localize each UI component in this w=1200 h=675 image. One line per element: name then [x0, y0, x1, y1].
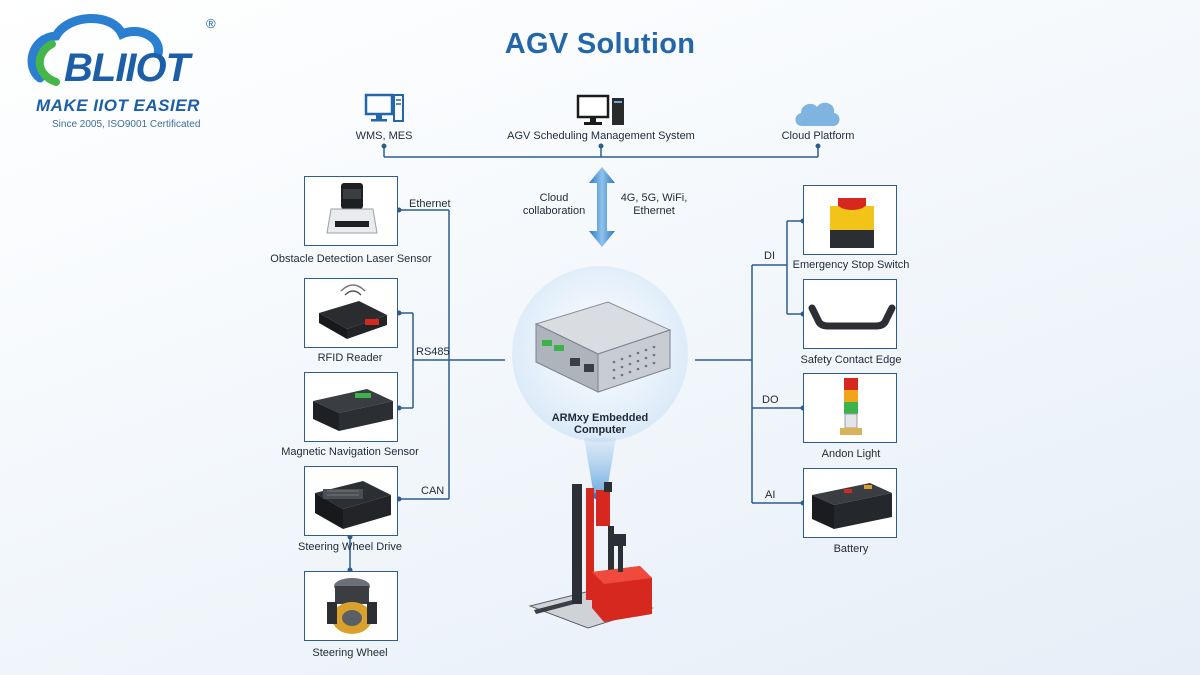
steering-drive-image	[315, 481, 391, 529]
safety-edge-image	[808, 304, 896, 330]
armxy-computer-label: ARMxy Embedded Computer	[530, 412, 670, 436]
monitor-icon	[364, 93, 404, 122]
forklift-agv-image	[528, 482, 654, 629]
battery-box	[803, 468, 897, 538]
ethernet-interface-label: Ethernet	[409, 198, 451, 210]
andon-light-image	[840, 378, 862, 435]
desktop-computer-icon	[576, 94, 624, 125]
wms-mes-label: WMS, MES	[355, 130, 413, 142]
bliiot-logo	[22, 8, 232, 134]
magnetic-nav-image	[313, 389, 393, 431]
can-interface-label: CAN	[421, 485, 445, 497]
emergency-stop-image	[830, 198, 874, 248]
magnetic-nav-label: Magnetic Navigation Sensor	[281, 446, 419, 458]
andon-light-label: Andon Light	[821, 448, 881, 460]
steering-drive-label: Steering Wheel Drive	[298, 541, 402, 553]
cloud-collaboration-label: Cloud collaboration	[506, 192, 602, 218]
steering-wheel-image	[327, 578, 377, 634]
logo-registered-mark: ®	[206, 16, 216, 31]
di-interface-label: DI	[764, 250, 775, 262]
armxy-label-line2: Computer	[574, 424, 626, 436]
rfid-reader-label: RFID Reader	[317, 352, 383, 364]
steering-drive-box	[304, 466, 398, 536]
magnetic-nav-box	[304, 372, 398, 442]
laser-sensor-box	[304, 176, 398, 246]
logo-tagline: MAKE IIOT EASIER	[36, 96, 200, 115]
cloud-collaboration-line2: collaboration	[522, 205, 586, 217]
logo-brand: BLIIOT	[64, 46, 190, 90]
double-arrow-icon	[589, 167, 615, 247]
rs485-interface-label: RS485	[416, 346, 450, 358]
network-types-label: 4G, 5G, WiFi, Ethernet	[608, 192, 700, 218]
do-interface-label: DO	[762, 394, 779, 406]
laser-sensor-label: Obstacle Detection Laser Sensor	[270, 253, 432, 265]
cloud-collaboration-line1: Cloud	[539, 192, 569, 204]
cloud-icon	[795, 102, 840, 126]
rfid-reader-box	[304, 278, 398, 348]
cloud-platform-label: Cloud Platform	[781, 130, 855, 142]
battery-image	[812, 483, 892, 529]
logo-certification: Since 2005, ISO9001 Certificated	[52, 119, 201, 130]
safety-edge-label: Safety Contact Edge	[800, 354, 902, 366]
page-title: AGV Solution	[504, 28, 696, 60]
armxy-computer-image	[534, 301, 672, 393]
safety-edge-box	[803, 279, 897, 349]
agv-scheduling-label: AGV Scheduling Management System	[507, 130, 695, 142]
steering-wheel-box	[304, 571, 398, 641]
andon-light-box	[803, 373, 897, 443]
armxy-label-line1: ARMxy Embedded	[551, 412, 649, 424]
emergency-stop-label: Emergency Stop Switch	[792, 259, 910, 271]
battery-label: Battery	[833, 543, 869, 555]
network-types-line1: 4G, 5G, WiFi,	[620, 192, 688, 204]
laser-sensor-image	[326, 183, 378, 234]
steering-wheel-label: Steering Wheel	[312, 647, 388, 659]
ai-interface-label: AI	[765, 489, 776, 501]
emergency-stop-box	[803, 185, 897, 255]
network-types-line2: Ethernet	[633, 205, 675, 217]
rfid-reader-image	[319, 284, 387, 339]
